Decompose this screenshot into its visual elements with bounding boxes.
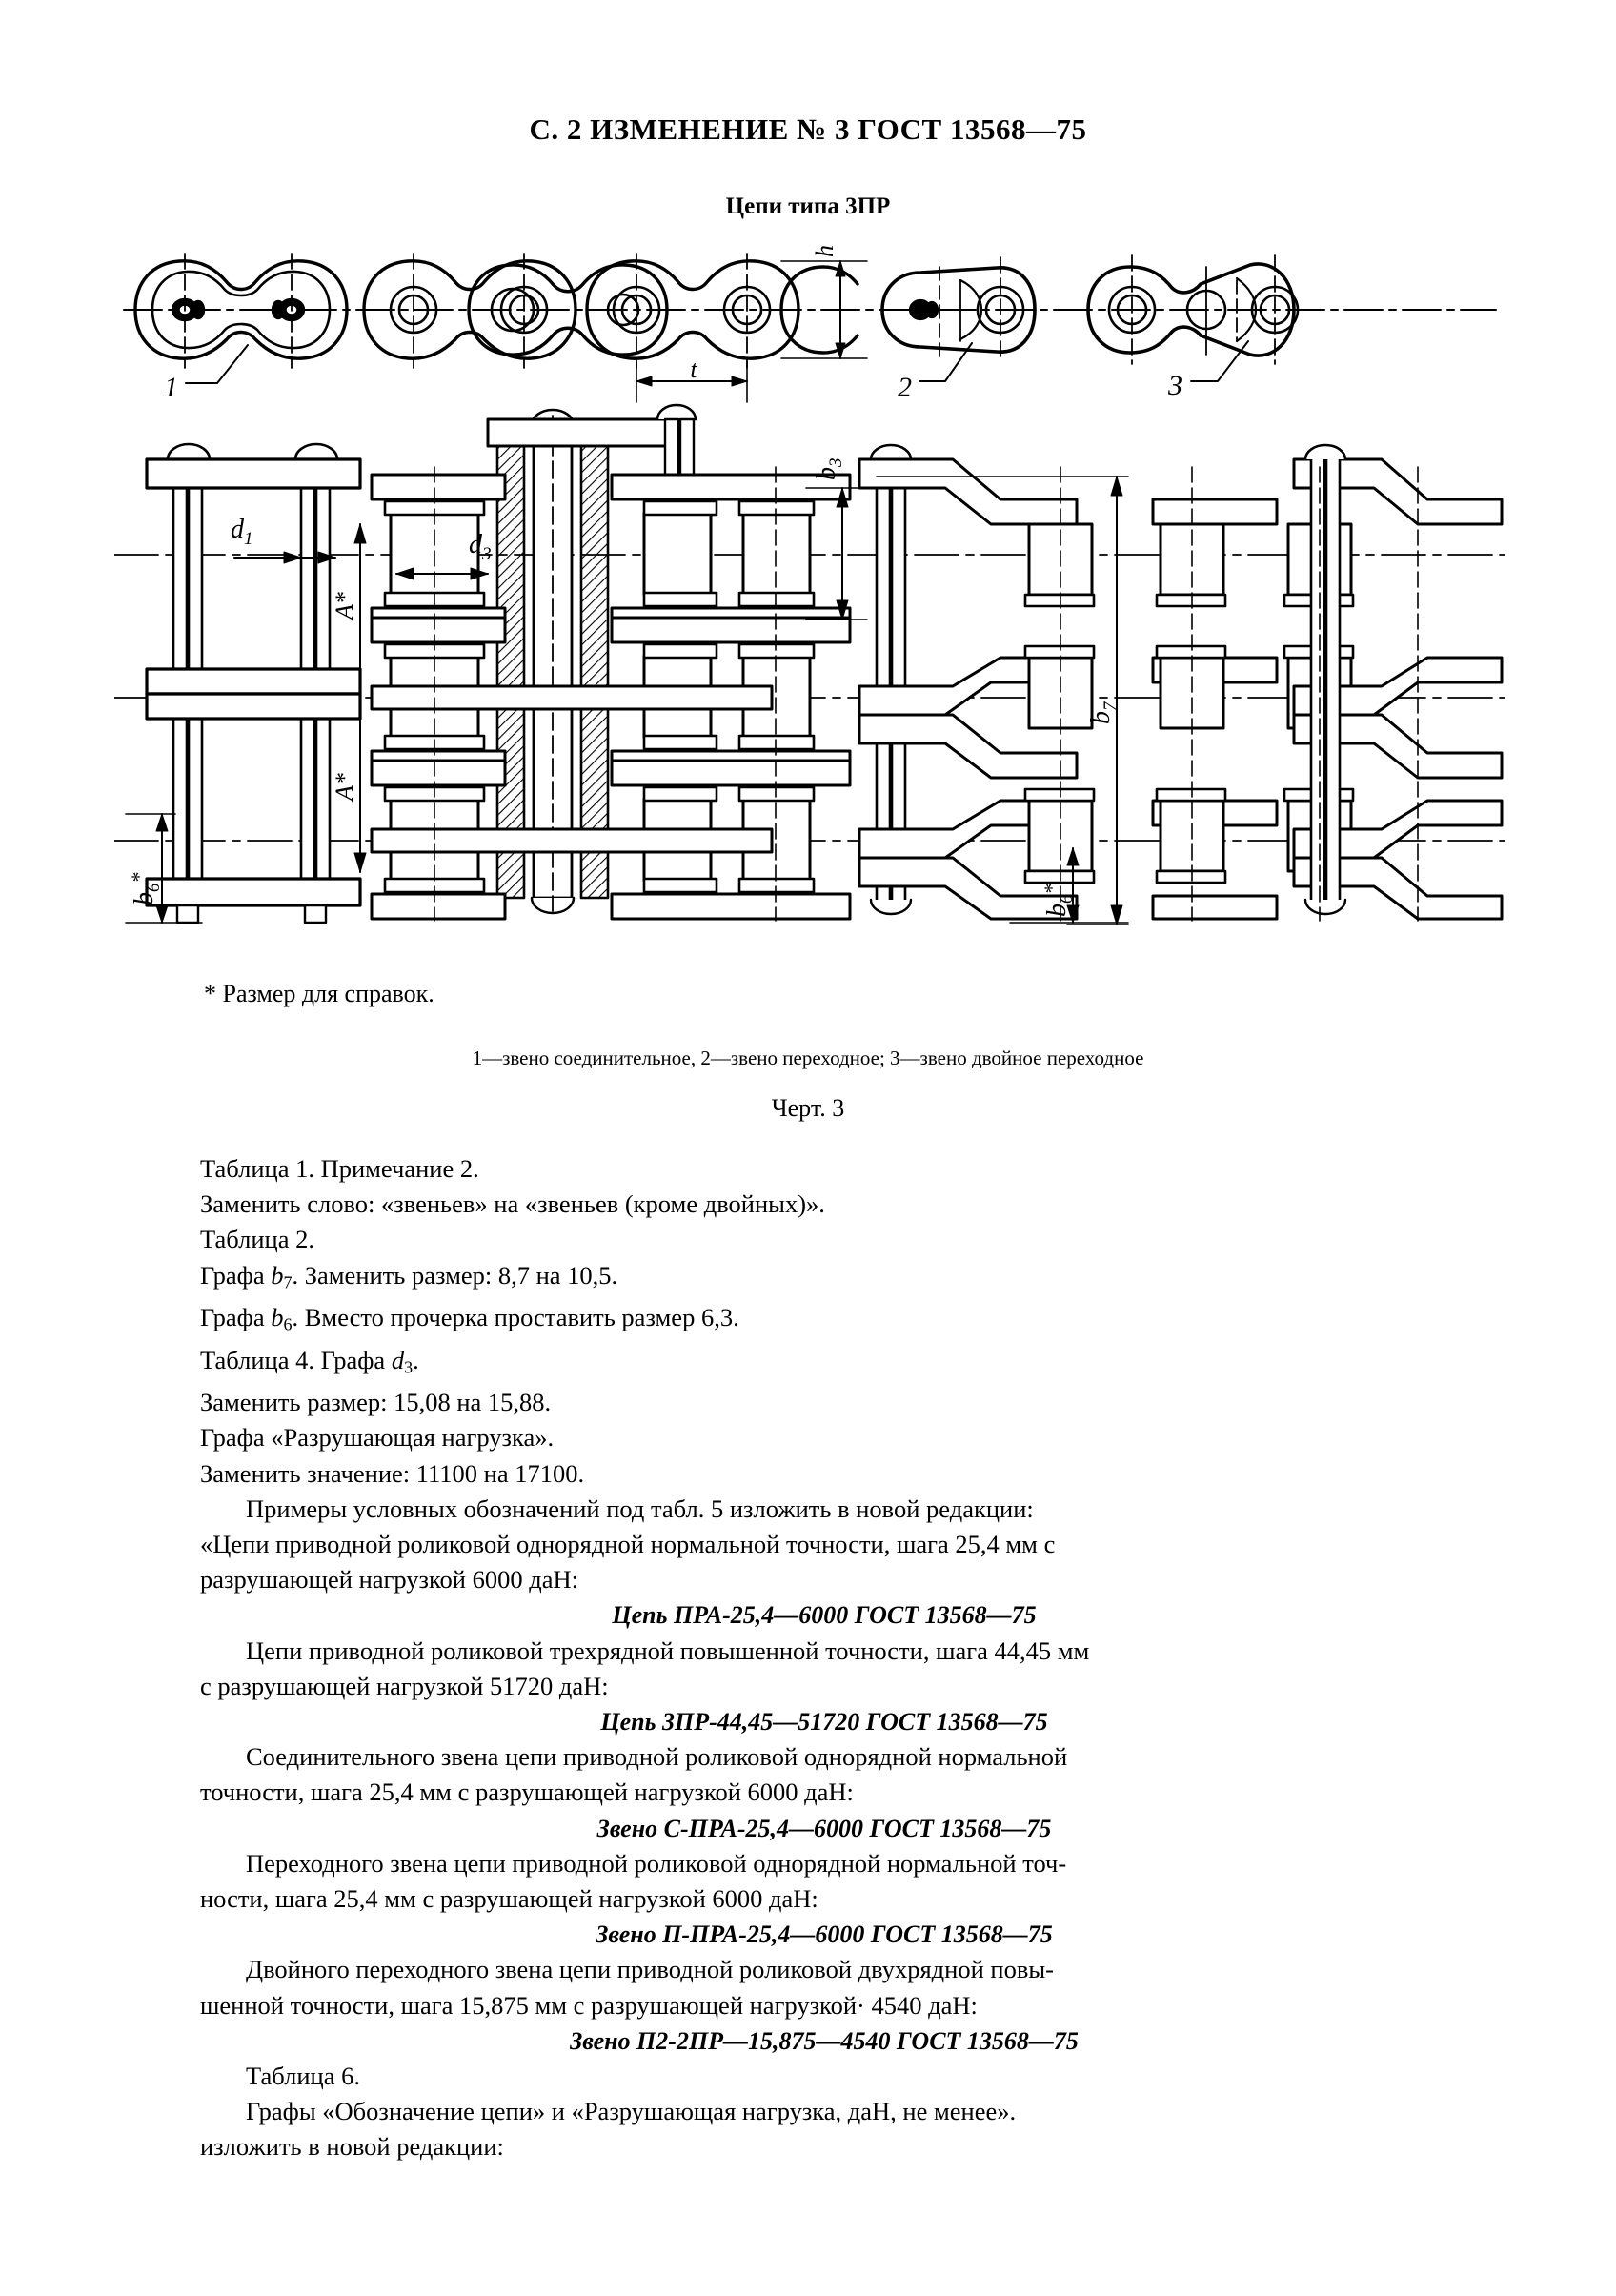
para-chain-3pr-line2: с разрушающей нагрузкой 51720 даН: bbox=[200, 1671, 609, 1700]
label-item-3: 3 bbox=[1167, 370, 1182, 401]
para-chain-3pr-line1: Цепи приводной роликовой трехрядной повы… bbox=[246, 1636, 1090, 1665]
grafa-b7-subscript: 7 bbox=[283, 1271, 293, 1291]
grafa-b6-subscript: 6 bbox=[283, 1314, 293, 1334]
grafa-b6-symbol: b bbox=[271, 1303, 284, 1332]
grafa-d3-symbol: d bbox=[391, 1345, 405, 1374]
para-examples-intro: Примеры условных обозначений под табл. 5… bbox=[246, 1493, 1034, 1523]
text-line-grafa-b7: Графа b7. Заменить размер: 8,7 на 10,5. bbox=[200, 1258, 1448, 1301]
grafa-b7-symbol: b bbox=[271, 1260, 284, 1290]
figure-caption: Черт. 3 bbox=[771, 1094, 845, 1122]
text-line-replace-value: Заменить значение: 11100 на 17100. bbox=[200, 1458, 585, 1488]
grafa-b6-prefix: Графа bbox=[200, 1303, 272, 1332]
link-connecting bbox=[133, 253, 349, 369]
section-title: Цепи типа 3ПР bbox=[725, 193, 891, 219]
para-link-p-pra-line1: Переходного звена цепи приводной роликов… bbox=[246, 1848, 1067, 1878]
text-line-grafa-load: Графа «Разрушающая нагрузка». bbox=[200, 1423, 555, 1453]
text-line-table4-grafa-d3: Таблица 4. Графа d3. bbox=[200, 1343, 1448, 1386]
designation-chain-pra: Цепь ПРА-25,4—6000 ГОСТ 13568—75 bbox=[612, 1601, 1037, 1630]
grafa-b7-suffix: . Заменить размер: 8,7 на 10,5. bbox=[292, 1260, 618, 1290]
grafa-d3-subscript: 3 bbox=[404, 1356, 414, 1376]
dim-A-star bbox=[354, 523, 367, 873]
para-chain-pra-line2: разрушающей нагрузкой 6000 даН: bbox=[200, 1565, 578, 1595]
footnote-star: * Размер для справок. bbox=[204, 980, 434, 1007]
section-transition-links bbox=[858, 443, 1504, 922]
text-line-replace-size: Заменить размер: 15,08 на 15,88. bbox=[200, 1388, 552, 1417]
dim-b7 bbox=[876, 476, 1129, 925]
text-line-table6: Таблица 6. bbox=[246, 2062, 360, 2091]
para-link-p-pra-line2: ности, шага 25,4 мм с разрушающей нагруз… bbox=[200, 1884, 818, 1913]
para-link-p2-2pr-line1: Двойного переходного звена цепи приводно… bbox=[246, 1955, 1054, 1984]
dim-d3 bbox=[395, 567, 489, 580]
technical-drawing-chain-3pr: t h 1 2 3 d1 d3 b3 b7 bbox=[114, 238, 1505, 963]
dim-pitch-t bbox=[636, 361, 748, 403]
dim-height-h bbox=[780, 260, 868, 359]
text-line-table2: Таблица 2. bbox=[200, 1225, 314, 1254]
para-link-p2-2pr-line2: шенной точности, шага 15,875 мм с разруш… bbox=[200, 1990, 978, 2020]
grafa-b7-prefix: Графа bbox=[200, 1260, 272, 1290]
para-grafy-line2: изложить в новой редакции: bbox=[200, 2132, 504, 2162]
para-link-s-pra-line1: Соединительного звена цепи приводной рол… bbox=[246, 1742, 1068, 1772]
section-triple-row bbox=[370, 403, 852, 922]
label-d1: d1 bbox=[231, 515, 253, 549]
dim-b3 bbox=[805, 487, 868, 620]
page-header: С. 2 ИЗМЕНЕНИЕ № 3 ГОСТ 13568—75 bbox=[529, 112, 1087, 146]
section-connecting-link bbox=[145, 442, 367, 924]
text-line-grafa-b6: Графа b6. Вместо прочерка проставить раз… bbox=[200, 1300, 1448, 1343]
dim-d1 bbox=[233, 551, 336, 564]
link-double-transition bbox=[1086, 254, 1300, 365]
label-A-star-lower: A* bbox=[331, 773, 358, 803]
para-chain-pra-line1: «Цепи приводной роликовой однорядной нор… bbox=[200, 1529, 1056, 1558]
designation-link-p-pra: Звено П-ПРА-25,4—6000 ГОСТ 13568—75 bbox=[596, 1920, 1053, 1949]
label-b3: b3 bbox=[812, 458, 846, 481]
grafa-d3-suffix: . bbox=[413, 1345, 419, 1374]
figure-legend: 1—звено соединительное, 2—звено переходн… bbox=[472, 1046, 1144, 1069]
para-grafy-line1: Графы «Обозначение цепи» и «Разрушающая … bbox=[246, 2097, 1017, 2126]
designation-link-p2-2pr: Звено П2-2ПР—15,875—4540 ГОСТ 13568—75 bbox=[570, 2026, 1079, 2055]
link-roller-group bbox=[362, 253, 859, 369]
link-transition bbox=[880, 256, 1037, 363]
label-A-star-upper: A* bbox=[331, 592, 358, 621]
chain-profile-view bbox=[123, 253, 1497, 403]
label-height-h: h bbox=[811, 245, 838, 257]
text-line-table1: Таблица 1. Примечание 2. bbox=[200, 1154, 479, 1183]
label-item-2: 2 bbox=[898, 372, 912, 403]
grafa-d3-prefix: Таблица 4. Графа bbox=[200, 1345, 392, 1374]
label-d3: d3 bbox=[469, 530, 492, 564]
text-line-replace-word: Заменить слово: «звеньев» на «звеньев (к… bbox=[200, 1189, 825, 1219]
label-item-1: 1 bbox=[164, 372, 178, 403]
dim-b6-left bbox=[125, 813, 203, 924]
label-pitch-t: t bbox=[690, 356, 697, 383]
body-text-block: Таблица 1. Примечание 2. Заменить слово:… bbox=[200, 1151, 1448, 2165]
para-link-s-pra-line2: точности, шага 25,4 мм с разрушающей наг… bbox=[200, 1778, 854, 1807]
designation-chain-3pr: Цепь 3ПР-44,45—51720 ГОСТ 13568—75 bbox=[600, 1707, 1048, 1736]
designation-link-s-pra: Звено С-ПРА-25,4—6000 ГОСТ 13568—75 bbox=[596, 1814, 1052, 1842]
grafa-b6-suffix: . Вместо прочерка проставить размер 6,3. bbox=[292, 1303, 739, 1332]
dim-b6-right bbox=[1009, 847, 1129, 924]
chain-section-view bbox=[114, 403, 1505, 925]
label-b7: b7 bbox=[1086, 701, 1121, 724]
